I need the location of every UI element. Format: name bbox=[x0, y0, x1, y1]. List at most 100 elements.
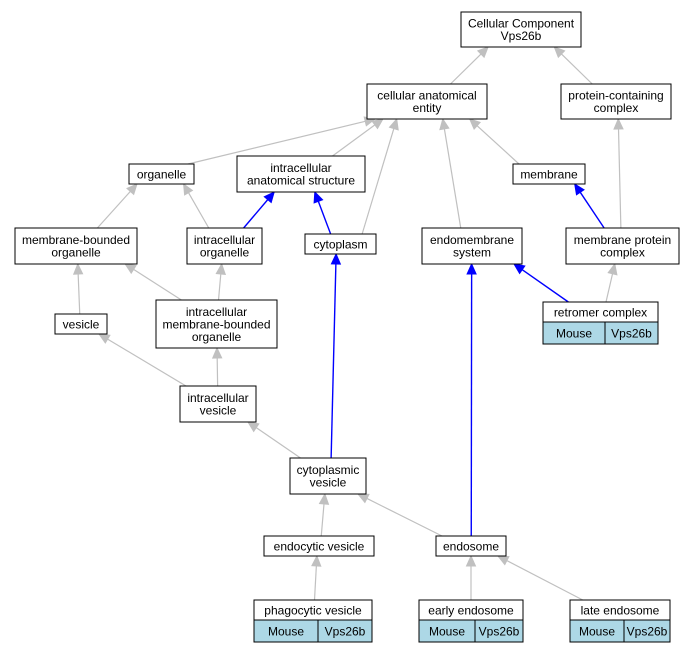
term-node-endocytic[interactable]: endocytic vesicle bbox=[263, 535, 375, 557]
arrow-head-icon bbox=[330, 252, 342, 265]
edge-cytoplasm-to-cae bbox=[361, 117, 399, 235]
arrow-head-icon bbox=[313, 190, 324, 204]
edge-ias-to-cae bbox=[332, 118, 384, 157]
term-node-vesicle[interactable]: vesicle bbox=[54, 313, 108, 335]
annotation-cell bbox=[317, 619, 373, 643]
arrow-head-icon bbox=[356, 493, 370, 504]
term-label: late endosome bbox=[581, 603, 660, 617]
edge-endosome-to-es bbox=[466, 262, 477, 537]
term-label: early endosome bbox=[428, 603, 514, 617]
edge-es-to-cae bbox=[439, 117, 462, 229]
arrow-head-icon bbox=[388, 117, 399, 131]
term-label: organelle bbox=[200, 246, 250, 260]
edge-line bbox=[330, 263, 337, 459]
edge-layer bbox=[72, 46, 624, 601]
arrow-head-icon bbox=[124, 263, 137, 275]
edge-line bbox=[579, 191, 605, 229]
edge-late-to-endosome bbox=[496, 555, 584, 601]
edge-line bbox=[560, 53, 593, 85]
gene-label: Vps26b bbox=[627, 624, 668, 638]
edge-io-to-organelle bbox=[183, 182, 210, 229]
term-label: entity bbox=[413, 101, 442, 115]
edge-line bbox=[107, 338, 187, 387]
term-label: complex bbox=[594, 101, 639, 115]
edge-line bbox=[617, 128, 622, 229]
edge-iv-to-imbo bbox=[211, 346, 223, 387]
term-label: vesicle bbox=[63, 317, 100, 331]
arrow-head-icon bbox=[126, 183, 138, 196]
term-node-membrane[interactable]: membrane bbox=[512, 163, 586, 185]
arrow-head-icon bbox=[247, 421, 260, 433]
term-label: organelle bbox=[192, 330, 242, 344]
term-label: intracellular bbox=[186, 305, 247, 319]
term-label: cytoplasm bbox=[313, 237, 367, 251]
edge-endocytic-to-cv bbox=[318, 492, 330, 537]
edge-vesicle-to-mbo bbox=[72, 262, 84, 315]
term-box bbox=[460, 11, 582, 48]
term-label: organelle bbox=[51, 246, 101, 260]
edge-line bbox=[243, 199, 269, 229]
term-box bbox=[289, 457, 367, 495]
term-label: membrane-bounded bbox=[22, 233, 130, 247]
edge-cae-to-root bbox=[450, 46, 489, 85]
term-label: vesicle bbox=[310, 476, 347, 490]
edge-early-to-endosome bbox=[465, 554, 477, 600]
term-label: intracellular bbox=[194, 233, 255, 247]
edge-line bbox=[187, 120, 366, 165]
term-label: retromer complex bbox=[554, 305, 647, 319]
term-box bbox=[236, 155, 366, 193]
gene-label: Vps26b bbox=[479, 624, 520, 638]
edge-line bbox=[255, 427, 301, 459]
term-box bbox=[421, 227, 523, 265]
edge-mpc-to-pcc bbox=[613, 117, 624, 229]
edge-line bbox=[217, 273, 222, 301]
edge-line bbox=[366, 497, 443, 537]
term-label: Cellular Component bbox=[468, 17, 575, 31]
edge-line bbox=[317, 201, 332, 235]
term-label: membrane bbox=[520, 167, 578, 181]
gene-label: Vps26b bbox=[325, 624, 366, 638]
term-box bbox=[435, 535, 507, 557]
term-box bbox=[565, 227, 680, 265]
term-label: endocytic vesicle bbox=[274, 539, 365, 553]
term-label: vesicle bbox=[200, 404, 237, 418]
species-label: Mouse bbox=[268, 624, 304, 638]
arrow-head-icon bbox=[215, 262, 227, 275]
arrow-head-icon bbox=[613, 117, 624, 130]
term-label: intracellular bbox=[270, 161, 331, 175]
arrow-head-icon bbox=[607, 262, 618, 276]
arrow-head-icon bbox=[553, 46, 566, 59]
edge-line bbox=[187, 192, 210, 229]
gene-label: Vps26b bbox=[611, 326, 652, 340]
edge-mbo-to-organelle bbox=[96, 183, 138, 229]
term-box bbox=[14, 227, 138, 265]
term-label: system bbox=[453, 246, 491, 260]
edge-line bbox=[133, 268, 182, 301]
term-node-cytoplasm[interactable]: cytoplasm bbox=[304, 233, 377, 255]
term-node-organelle[interactable]: organelle bbox=[128, 163, 195, 185]
arrow-head-icon bbox=[318, 492, 330, 505]
arrow-head-icon bbox=[439, 117, 450, 131]
term-box bbox=[304, 233, 377, 255]
term-node-endosome[interactable]: endosome bbox=[435, 535, 507, 557]
edge-cv-to-iv bbox=[247, 421, 301, 459]
edge-line bbox=[320, 503, 325, 537]
arrow-head-icon bbox=[183, 182, 194, 196]
